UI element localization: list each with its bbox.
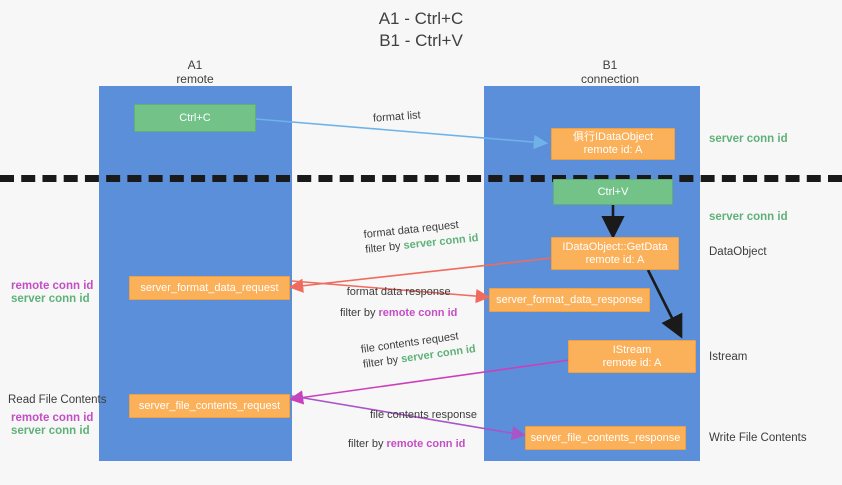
box-ctrl-c-label: Ctrl+C xyxy=(179,111,211,124)
lane-header-b1: B1 connection xyxy=(540,58,680,86)
title-line-2: B1 - Ctrl+V xyxy=(379,31,463,50)
label-format-list-text: format list xyxy=(372,109,422,125)
lane-header-b1-subtitle: connection xyxy=(580,72,640,86)
arrow-format-data-request xyxy=(288,257,553,293)
box-ctrl-v-label: Ctrl+V xyxy=(597,185,629,198)
box-idataobject-line-1: 俱行IDataObject xyxy=(572,131,654,143)
lane-header-a1: A1 remote xyxy=(125,58,265,86)
lane-header-a1-name: A1 xyxy=(187,58,203,72)
box-idataobject[interactable]: 俱行IDataObject remote id: A xyxy=(551,128,675,160)
arrow-file-contents-request xyxy=(288,359,571,405)
lane-header-b1-name: B1 xyxy=(602,58,618,72)
box-server-format-data-request-label: server_format_data_request xyxy=(140,281,279,294)
label-format-data-request-filter-prefix: filter by xyxy=(364,239,405,256)
label-file-contents-request-filter-prefix: filter by xyxy=(362,353,403,371)
arrow-format-list xyxy=(255,118,549,150)
box-server-format-data-request[interactable]: server_format_data_request xyxy=(129,276,290,300)
box-getdata-line-2: remote id: A xyxy=(585,253,645,266)
annotation-dataobject: DataObject xyxy=(709,246,767,258)
box-server-file-contents-response[interactable]: server_file_contents_response xyxy=(525,426,686,450)
annotation-server-conn-id-top: server conn id xyxy=(709,133,788,145)
label-format-data-response-filter-prefix: filter by xyxy=(340,307,379,319)
annotation-istream: Istream xyxy=(709,351,748,363)
annotation-remote-conn-id-2: remote conn id xyxy=(11,412,94,424)
label-format-data-response-filter-value: remote conn id xyxy=(378,307,458,319)
label-format-data-response: format data response filter by remote co… xyxy=(340,285,457,321)
label-file-contents-response-line-1: file contents response xyxy=(370,409,478,421)
box-getdata[interactable]: IDataObject::GetData remote id: A xyxy=(551,237,679,270)
label-file-contents-response-filter-prefix: filter by xyxy=(348,438,387,450)
arrow-file-contents-response xyxy=(291,395,527,441)
annotation-read-file-contents: Read File Contents xyxy=(8,394,107,406)
box-istream-line-2: remote id: A xyxy=(602,356,662,369)
box-ctrl-v[interactable]: Ctrl+V xyxy=(553,179,673,205)
label-file-contents-response-filter-value: remote conn id xyxy=(386,438,466,450)
box-server-format-data-response[interactable]: server_format_data_response xyxy=(489,288,650,312)
box-istream-line-1: IStream xyxy=(612,343,652,356)
annotation-write-file-contents: Write File Contents xyxy=(709,432,807,444)
annotation-server-conn-id-1: server conn id xyxy=(11,293,90,305)
box-server-file-contents-response-label: server_file_contents_response xyxy=(530,431,681,444)
label-format-data-response-line-1: format data response xyxy=(346,286,451,298)
label-format-data-response-filter: filter by remote conn id xyxy=(340,306,457,321)
annotation-remote-conn-id-1: remote conn id xyxy=(11,280,94,292)
box-ctrl-c[interactable]: Ctrl+C xyxy=(134,104,256,132)
box-idataobject-line-2: remote id: A xyxy=(583,144,643,156)
page-title: A1 - Ctrl+C B1 - Ctrl+V xyxy=(0,8,842,52)
arrow-format-data-response xyxy=(291,280,491,304)
title-line-1: A1 - Ctrl+C xyxy=(378,9,464,28)
arrow-getdata-to-istream xyxy=(646,269,683,339)
box-istream[interactable]: IStream remote id: A xyxy=(568,340,696,373)
box-server-format-data-response-label: server_format_data_response xyxy=(496,293,643,306)
box-server-file-contents-request[interactable]: server_file_contents_request xyxy=(129,394,290,418)
lane-header-a1-subtitle: remote xyxy=(176,72,214,86)
label-file-contents-response-filter: filter by remote conn id xyxy=(348,437,477,452)
label-file-contents-response: file contents response filter by remote … xyxy=(348,408,478,452)
annotation-server-conn-id-2: server conn id xyxy=(11,425,90,437)
phase-separator xyxy=(0,175,842,182)
annotation-server-conn-id-mid: server conn id xyxy=(709,211,788,223)
box-server-file-contents-request-label: server_file_contents_request xyxy=(138,399,281,412)
box-getdata-line-1: IDataObject::GetData xyxy=(562,240,668,253)
